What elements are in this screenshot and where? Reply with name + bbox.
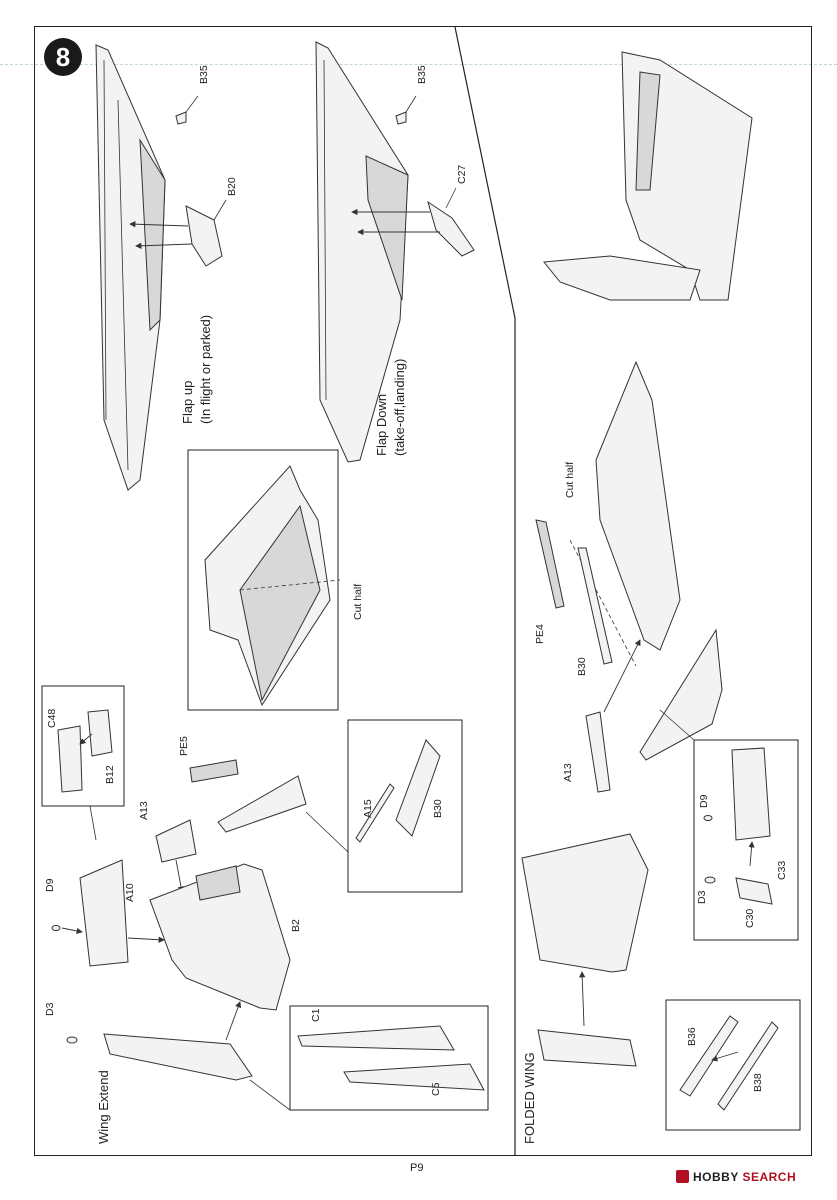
- part-b20: [185, 205, 223, 267]
- main-wing-piece: [149, 863, 291, 1011]
- folded-wing-inner: [521, 833, 649, 973]
- label-c1: C1: [310, 1008, 322, 1022]
- label-flap-up-subtitle: (In flight or parked): [198, 314, 213, 424]
- label-flap-down-subtitle: (take-off,landing): [392, 358, 407, 456]
- label-pe5: PE5: [178, 736, 190, 756]
- label-cut-half-detail: Cut half: [352, 583, 364, 620]
- part-pe5: [189, 759, 239, 783]
- part-b35-a: [175, 111, 187, 125]
- label-d3-left: D3: [44, 1002, 56, 1016]
- label-d9-left: D9: [44, 878, 56, 892]
- label-c27: C27: [456, 164, 468, 184]
- label-b36: B36: [686, 1027, 698, 1046]
- folded-wing-flap: [639, 628, 723, 761]
- watermark-hobby: HOBBY: [693, 1170, 739, 1184]
- folded-wing-outer: [595, 360, 681, 651]
- hobby-search-logo-icon: [676, 1170, 689, 1183]
- flap-down-wing: [315, 41, 409, 463]
- label-b12: B12: [104, 765, 116, 784]
- label-c33: C33: [776, 860, 788, 880]
- folded-wing-assembled: [543, 51, 753, 301]
- label-b2: B2: [290, 919, 302, 932]
- section-title-folded-wing: FOLDED WING: [522, 1052, 537, 1144]
- instruction-frame: [34, 26, 812, 1156]
- hobby-search-watermark: HOBBY SEARCH: [676, 1170, 796, 1184]
- folded-wing-leading-edge: [537, 1029, 637, 1067]
- label-d9-right: D9: [698, 794, 710, 808]
- part-c27: [427, 200, 475, 257]
- label-flap-down-title: Flap Down: [374, 393, 389, 456]
- label-c48: C48: [46, 708, 58, 728]
- label-b38: B38: [752, 1073, 764, 1092]
- label-b30-left: B30: [432, 799, 444, 818]
- label-a10: A10: [124, 883, 136, 902]
- section-title-wing-extend: Wing Extend: [96, 1070, 111, 1144]
- label-b30-right: B30: [576, 657, 588, 676]
- step-number-badge: 8: [44, 38, 82, 76]
- label-cut-half-right: Cut half: [564, 461, 576, 498]
- part-d9-left: [79, 859, 129, 967]
- part-b35-b: [395, 111, 407, 125]
- label-b35-a: B35: [198, 65, 210, 84]
- label-pe4: PE4: [534, 624, 546, 644]
- label-d3-right: D3: [696, 890, 708, 904]
- flap-part: [217, 775, 307, 833]
- label-flap-up-title: Flap up: [180, 380, 195, 424]
- flap-up-wing: [95, 44, 166, 491]
- wing-extend-leading-edge: [103, 1033, 253, 1081]
- label-c30: C30: [744, 908, 756, 928]
- c1-c5-box: [289, 1005, 489, 1111]
- page-number: P9: [410, 1162, 424, 1174]
- label-a15: A15: [362, 799, 374, 818]
- part-pe4: [535, 519, 565, 609]
- label-c5: C5: [430, 1082, 442, 1096]
- label-a13-left: A13: [138, 801, 150, 820]
- scan-guide-line: [0, 64, 837, 65]
- part-a13-left: [155, 819, 197, 863]
- watermark-search: SEARCH: [742, 1170, 797, 1184]
- label-a13-right: A13: [562, 763, 574, 782]
- label-b35-b: B35: [416, 65, 428, 84]
- part-a13-right: [585, 711, 611, 793]
- part-b30-right: [577, 547, 613, 665]
- label-b20: B20: [226, 177, 238, 196]
